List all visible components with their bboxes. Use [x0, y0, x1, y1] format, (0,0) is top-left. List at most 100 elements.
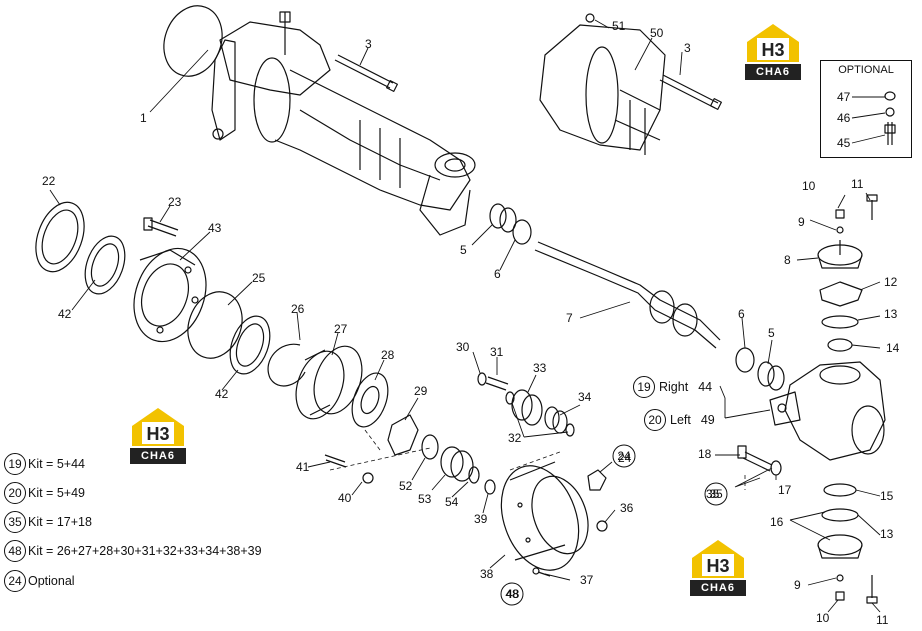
needle-bearing-34: [544, 406, 568, 434]
part-number-label: 37: [580, 573, 594, 587]
ring-gear-27: [295, 345, 363, 420]
pin-31: [485, 376, 509, 391]
part-number-label: 14: [886, 341, 900, 355]
legend-row: 20 Kit = 5+49: [4, 482, 85, 504]
bearing-14: [827, 338, 853, 352]
bolt-37: [532, 567, 551, 577]
part-number-label: 10: [802, 179, 816, 193]
part-number-label: 5: [460, 243, 467, 257]
part-number-label: 23: [168, 195, 182, 209]
part-number-label: 22: [42, 174, 56, 188]
cap-10-bottom: [835, 591, 845, 601]
logo-house-icon: H3: [132, 408, 184, 446]
part-number-label: 40: [338, 491, 352, 505]
legend-num: 24: [4, 570, 26, 592]
part-number-label: 16: [770, 515, 784, 529]
optional-box: OPTIONAL: [820, 60, 912, 158]
logo-house-icon: H3: [747, 24, 799, 62]
part-number-label: 38: [480, 567, 494, 581]
part-number-label: 6: [494, 267, 501, 281]
side-right-text: Right: [659, 380, 689, 394]
part-number-label: 26: [291, 302, 305, 316]
legend-text: Kit = 5+44: [28, 457, 85, 471]
planet-gear-33: [511, 389, 543, 426]
legend-text: Kit = 5+49: [28, 486, 85, 500]
washer-52: [421, 434, 439, 460]
callout-number: 24: [617, 449, 631, 463]
planetary-cover-38: [500, 461, 589, 571]
logo-house-icon: H3: [692, 540, 744, 578]
side-right-part: 44: [698, 380, 713, 394]
part-number-label: 25: [252, 271, 266, 285]
nipple-9-bottom: [836, 574, 844, 582]
shim-12: [819, 281, 863, 307]
bolt-3-left: [334, 54, 398, 92]
bearing-42-left: [84, 235, 126, 295]
steering-knuckle: [769, 361, 886, 461]
part-number-label: 35: [706, 487, 720, 501]
legend-num: 35: [4, 511, 26, 533]
brand-logo-bottom: H3 CHA6: [690, 538, 746, 596]
legend-row: 48 Kit = 26+27+28+30+31+32+33+34+38+39: [4, 540, 262, 562]
logo-mark: H3: [761, 40, 784, 60]
side-left-text: Left: [670, 413, 691, 427]
part-number-label: 28: [381, 348, 395, 362]
part-number-label: 50: [650, 26, 664, 40]
washer-32: [505, 391, 575, 437]
nut-17: [770, 460, 782, 476]
wheel-hub-43: [133, 247, 207, 343]
part-number-label: 3: [684, 41, 691, 55]
axle-housing-left: [211, 11, 476, 236]
bearing-15: [823, 483, 857, 497]
washer-39: [484, 479, 496, 495]
callout-circle-35: [704, 482, 728, 506]
part-number-label: 32: [508, 431, 522, 445]
part-number-label: 24: [618, 451, 632, 465]
snap-ring-54: [468, 466, 480, 484]
part-number-label: 43: [208, 221, 222, 235]
optional-title: OPTIONAL: [838, 64, 894, 76]
part-number-label: 6: [738, 307, 745, 321]
snap-ring-26: [267, 343, 306, 387]
plug-24: [587, 469, 607, 491]
dashed-axis-lines: [329, 429, 746, 490]
part-number-label: 34: [578, 390, 592, 404]
nipple-9-top: [836, 226, 844, 234]
legend-text: Kit = 17+18: [28, 515, 92, 529]
part-number-label: 8: [784, 253, 791, 267]
king-pin-cap-lower: [817, 534, 863, 559]
bushing-5-left: [489, 203, 517, 233]
part-number-label: 42: [58, 307, 72, 321]
part-number-label: 11: [851, 177, 864, 191]
part-number-label: 18: [698, 447, 712, 461]
bolt-11-top: [866, 194, 878, 220]
part-number-label: 9: [794, 578, 801, 592]
cap-10-top: [835, 209, 845, 219]
part-number-label: 31: [490, 345, 504, 359]
part-number-label: 41: [296, 460, 310, 474]
part-number-label: 42: [215, 387, 229, 401]
thrust-plate-29: [387, 414, 419, 456]
callout-circle-48: [500, 582, 524, 606]
optional-parts: [884, 91, 896, 145]
part-number-label: 39: [474, 512, 488, 526]
king-pin-cap-8: [817, 240, 863, 269]
bolt-11-bottom: [866, 575, 878, 604]
part-number-label: 27: [334, 322, 348, 336]
logo-text: CHA6: [130, 448, 186, 464]
part-number-label: 46: [837, 111, 851, 125]
side-right-num: 19: [633, 376, 655, 398]
bolt-3-right: [659, 74, 722, 110]
part-number-label: 33: [533, 361, 547, 375]
callout-number: 35: [709, 487, 723, 501]
part-number-label: 48: [506, 587, 520, 601]
legend-text: Optional: [28, 574, 75, 588]
part-number-label: 10: [816, 611, 830, 625]
part-number-label: 29: [414, 384, 428, 398]
logo-text: CHA6: [745, 64, 801, 80]
legend-num: 19: [4, 453, 26, 475]
brand-logo-left: H3 CHA6: [130, 406, 186, 464]
axle-housing-right: [539, 13, 666, 155]
